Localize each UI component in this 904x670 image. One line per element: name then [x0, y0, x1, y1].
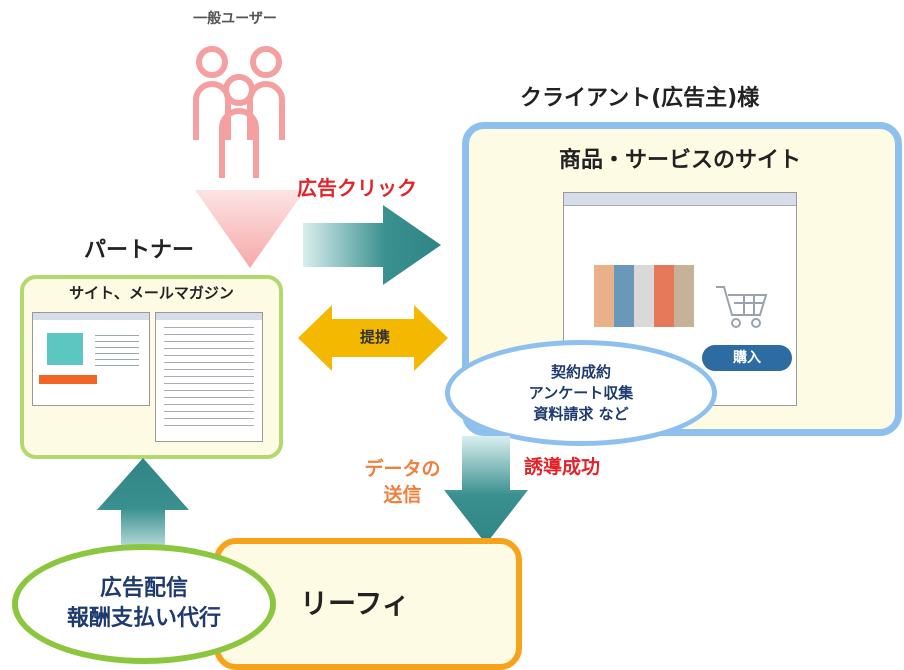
partner-subtitle: サイト、メールマガジン: [69, 284, 234, 302]
banner-image: [47, 333, 83, 365]
conversion-outcomes-oval: 契約成約 アンケート収集 資料請求 など: [445, 340, 717, 446]
users-icon: [193, 46, 285, 178]
service-oval: 広告配信 報酬支払い代行: [12, 544, 276, 664]
ad-click-label: 広告クリック: [297, 176, 417, 200]
text-lines: [95, 335, 139, 369]
data-send-down-arrow: [444, 436, 528, 544]
client-title: クライアント(広告主)様: [520, 86, 760, 111]
ad-delivery-label: 広告配信: [99, 576, 188, 601]
conversion-label: 誘導成功: [524, 456, 601, 478]
browser-toolbar: [33, 313, 149, 320]
product-photo: [594, 265, 694, 327]
data-send-line1: データの: [364, 458, 441, 480]
browser-toolbar: [564, 193, 796, 206]
partner-site-screenshot: [32, 312, 150, 406]
partner-title: パートナー: [84, 238, 195, 263]
purchase-button[interactable]: 購入: [702, 345, 792, 371]
alliance-double-arrow: [298, 305, 448, 371]
data-send-label: データの 送信: [345, 456, 460, 508]
outcome-survey: アンケート収集: [528, 383, 634, 402]
payment-agency-label: 報酬支払い代行: [66, 606, 221, 631]
banner-strip: [39, 375, 97, 384]
text-lines: [164, 327, 254, 431]
general-users-label: 一般ユーザー: [193, 11, 277, 27]
client-site-title: 商品・サービスのサイト: [558, 148, 801, 173]
mail-magazine-screenshot: [155, 312, 263, 442]
data-send-line2: 送信: [383, 484, 422, 506]
browser-toolbar: [156, 313, 262, 320]
user-funnel-triangle: [195, 190, 305, 268]
outcome-document-request: 資料請求 など: [533, 404, 629, 423]
outcome-contract: 契約成約: [550, 362, 611, 381]
delivery-up-arrow: [97, 458, 189, 558]
ad-click-arrow: [303, 205, 441, 285]
leafy-label: リーフィ: [300, 587, 410, 620]
shopping-cart-icon: [716, 286, 768, 328]
alliance-label: 提携: [359, 328, 390, 346]
